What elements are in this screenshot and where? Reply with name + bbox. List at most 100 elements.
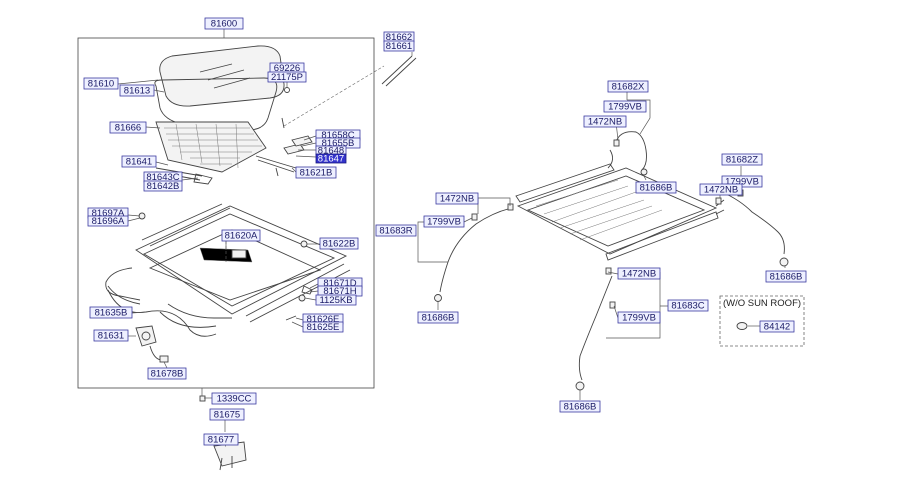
plug-icon bbox=[736, 322, 748, 330]
svg-text:81675: 81675 bbox=[214, 410, 240, 421]
svg-text:81697A: 81697A bbox=[92, 208, 125, 219]
svg-text:81683R: 81683R bbox=[379, 226, 412, 237]
part-label-81686B[interactable]: 81686B bbox=[559, 400, 601, 413]
svg-text:1472NB: 1472NB bbox=[588, 117, 622, 128]
part-label-81613[interactable]: 81613 bbox=[119, 84, 155, 97]
part-label-1799VB[interactable]: 1799VB bbox=[423, 215, 465, 228]
part-label-1799VB[interactable]: 1799VB bbox=[603, 100, 647, 113]
svg-text:81641: 81641 bbox=[126, 157, 152, 168]
part-label-81600[interactable]: 81600 bbox=[204, 17, 244, 30]
part-label-81647[interactable]: 81647 bbox=[315, 153, 347, 165]
svg-text:81662: 81662 bbox=[386, 32, 412, 43]
part-label-81610[interactable]: 81610 bbox=[83, 77, 119, 90]
svg-text:81658C: 81658C bbox=[321, 130, 354, 141]
svg-text:81647: 81647 bbox=[318, 154, 344, 165]
glass-panel bbox=[159, 45, 285, 107]
part-label-1472NB[interactable]: 1472NB bbox=[435, 192, 479, 205]
svg-text:81655B: 81655B bbox=[322, 138, 355, 149]
assembly-frame bbox=[77, 37, 375, 389]
part-label-81622B[interactable]: 81622B bbox=[319, 237, 359, 250]
grommet-icon bbox=[575, 381, 585, 391]
part-label-81677[interactable]: 81677 bbox=[203, 433, 239, 446]
part-label-81625E[interactable]: 81625E bbox=[302, 321, 344, 333]
svg-text:81622B: 81622B bbox=[323, 239, 356, 250]
svg-text:1799VB: 1799VB bbox=[725, 177, 759, 188]
svg-text:1472NB: 1472NB bbox=[440, 194, 474, 205]
svg-text:81682Z: 81682Z bbox=[726, 155, 758, 166]
without-sunroof-caption: (W/O SUN ROOF) bbox=[723, 298, 801, 309]
part-label-1472NB[interactable]: 1472NB bbox=[699, 183, 743, 196]
svg-text:81686B: 81686B bbox=[564, 402, 597, 413]
part-label-81641[interactable]: 81641 bbox=[121, 155, 157, 168]
drain-hose-rear-right bbox=[578, 275, 613, 381]
part-label-81696A[interactable]: 81696A bbox=[87, 215, 129, 227]
svg-text:81626E: 81626E bbox=[307, 314, 340, 325]
svg-text:81686B: 81686B bbox=[422, 313, 455, 324]
svg-text:81631: 81631 bbox=[98, 331, 124, 342]
drain-hose-front-left-top bbox=[721, 191, 785, 255]
drain-hose-rear-left bbox=[439, 207, 513, 293]
trim-strip bbox=[381, 55, 417, 87]
part-label-81620A[interactable]: 81620A bbox=[221, 229, 261, 242]
part-label-81621B[interactable]: 81621B bbox=[295, 166, 337, 179]
svg-text:81600: 81600 bbox=[211, 19, 237, 30]
svg-text:81678B: 81678B bbox=[151, 369, 184, 380]
svg-text:1472NB: 1472NB bbox=[704, 185, 738, 196]
svg-text:1799VB: 1799VB bbox=[608, 102, 642, 113]
part-label-21175P[interactable]: 21175P bbox=[267, 71, 307, 83]
svg-text:81683C: 81683C bbox=[671, 301, 704, 312]
sunroof-frame-right bbox=[515, 163, 725, 261]
rail-piece bbox=[255, 155, 297, 177]
sunshade bbox=[155, 121, 267, 173]
svg-text:81686B: 81686B bbox=[770, 272, 803, 283]
without-sunroof-box bbox=[719, 295, 805, 347]
part-label-1339CC[interactable]: 1339CC bbox=[211, 392, 257, 405]
svg-text:81625E: 81625E bbox=[307, 322, 340, 333]
sunroof-motor bbox=[135, 325, 169, 363]
part-label-1125KB[interactable]: 1125KB bbox=[315, 294, 357, 306]
drain-hose-front-right bbox=[615, 131, 647, 171]
part-label-1799VB[interactable]: 1799VB bbox=[617, 311, 661, 324]
part-label-81635B[interactable]: 81635B bbox=[89, 306, 133, 319]
svg-text:81666: 81666 bbox=[115, 123, 141, 134]
part-label-81682Z[interactable]: 81682Z bbox=[721, 153, 763, 166]
part-label-81686B[interactable]: 81686B bbox=[417, 311, 459, 324]
svg-text:1799VB: 1799VB bbox=[427, 217, 461, 228]
svg-text:81642B: 81642B bbox=[147, 181, 180, 192]
svg-text:81686B: 81686B bbox=[640, 183, 673, 194]
drain-bracket bbox=[213, 441, 247, 471]
part-label-1472NB[interactable]: 1472NB bbox=[617, 267, 661, 280]
part-label-81666[interactable]: 81666 bbox=[109, 121, 147, 134]
part-label-81686B[interactable]: 81686B bbox=[635, 181, 677, 194]
svg-text:81677: 81677 bbox=[208, 435, 234, 446]
svg-text:81621B: 81621B bbox=[300, 168, 333, 179]
part-label-81675[interactable]: 81675 bbox=[209, 408, 245, 421]
svg-text:1125KB: 1125KB bbox=[319, 295, 352, 306]
part-label-81642B[interactable]: 81642B bbox=[143, 180, 183, 192]
svg-text:69226: 69226 bbox=[274, 63, 300, 74]
svg-text:81620A: 81620A bbox=[225, 231, 258, 242]
sunroof-frame-assembly bbox=[105, 203, 351, 328]
part-label-81661[interactable]: 81661 bbox=[383, 40, 415, 52]
leader-lines bbox=[117, 52, 786, 447]
part-label-81683C[interactable]: 81683C bbox=[667, 299, 709, 312]
guide-parts bbox=[281, 87, 313, 155]
svg-text:81682X: 81682X bbox=[612, 82, 645, 93]
svg-text:81661: 81661 bbox=[386, 41, 412, 52]
svg-text:81613: 81613 bbox=[124, 86, 150, 97]
part-label-81678B[interactable]: 81678B bbox=[147, 367, 187, 380]
part-label-81683R[interactable]: 81683R bbox=[375, 224, 417, 237]
svg-text:1799VB: 1799VB bbox=[622, 313, 656, 324]
part-label-81686B[interactable]: 81686B bbox=[765, 270, 807, 283]
part-label-84142[interactable]: 84142 bbox=[759, 320, 795, 333]
part-label-81631[interactable]: 81631 bbox=[93, 329, 129, 342]
part-label-81682X[interactable]: 81682X bbox=[607, 80, 649, 93]
grommet-icon bbox=[779, 257, 789, 267]
svg-text:81696A: 81696A bbox=[92, 216, 125, 227]
svg-text:81648: 81648 bbox=[318, 146, 344, 157]
svg-text:81671H: 81671H bbox=[323, 286, 356, 297]
svg-text:81635B: 81635B bbox=[95, 308, 128, 319]
svg-text:1472NB: 1472NB bbox=[622, 269, 656, 280]
part-label-1472NB[interactable]: 1472NB bbox=[583, 115, 627, 128]
